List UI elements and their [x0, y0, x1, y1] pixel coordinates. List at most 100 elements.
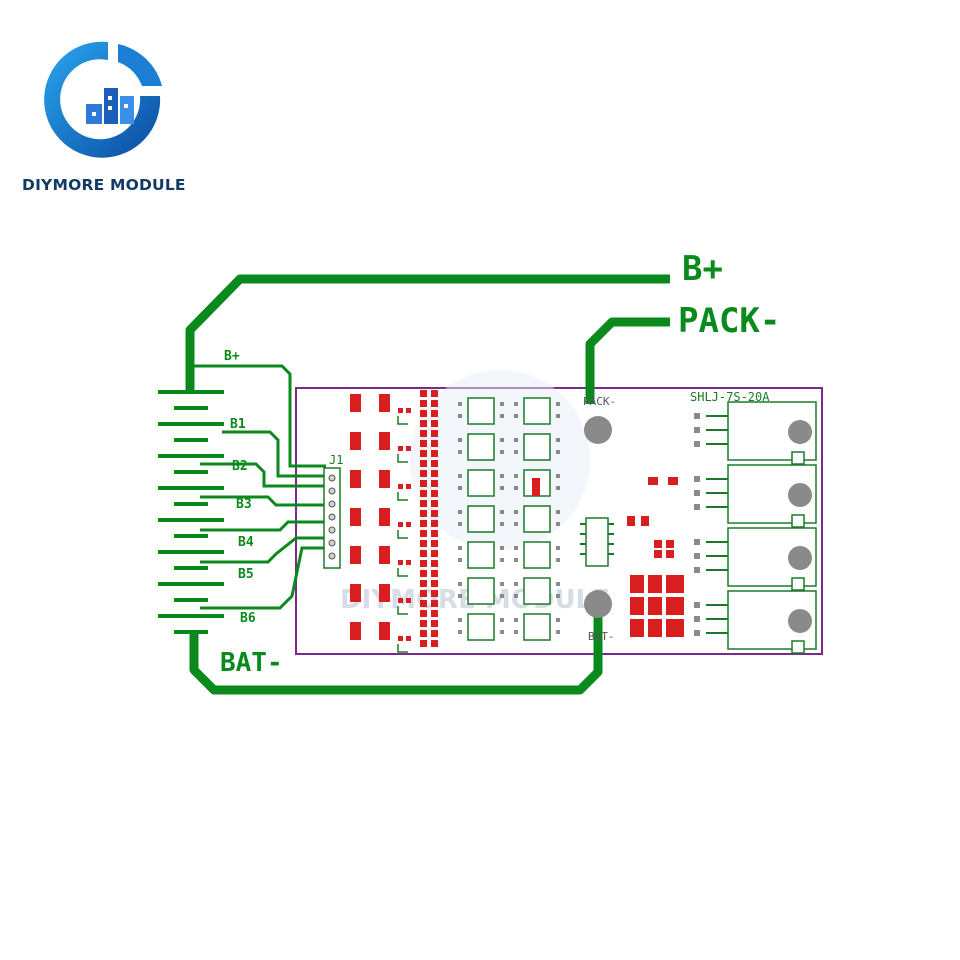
mosfet-pad [788, 609, 812, 633]
mosfet-body [727, 527, 817, 587]
lead-pad [694, 441, 700, 447]
capacitor-pad [431, 400, 438, 407]
ic-package [523, 613, 551, 641]
capacitor-pad [431, 560, 438, 567]
capacitor-pad [420, 500, 427, 507]
small-pad [398, 560, 403, 565]
capacitor-pad [431, 630, 438, 637]
connector-j1: J1 [323, 453, 343, 569]
lead-pad [694, 616, 700, 622]
capacitor-pad [431, 430, 438, 437]
resistor-pad [379, 584, 390, 602]
mosfet-pad [788, 546, 812, 570]
ic-pin [514, 474, 518, 478]
battery-tap-labels: B+ B1 B2 B3 B4 B5 B6 [224, 349, 256, 626]
ic-package [523, 541, 551, 569]
mosfet-tab [791, 640, 805, 654]
silk-mark [397, 606, 408, 615]
capacitor-pad [420, 510, 427, 517]
capacitor-pad [420, 390, 427, 397]
capacitor-pad [420, 430, 427, 437]
ic-package [467, 613, 495, 641]
small-pad [406, 560, 411, 565]
pack-minus-wire [585, 317, 670, 404]
ic-pin [458, 582, 462, 586]
ic-pin [458, 594, 462, 598]
ic-pin [514, 546, 518, 550]
ic-package [467, 469, 495, 497]
tap-label-b4: B4 [238, 535, 254, 550]
capacitor-pad [431, 590, 438, 597]
ic-pin [500, 558, 504, 562]
capacitor-pad [431, 450, 438, 457]
ic-pin [458, 474, 462, 478]
capacitor-pad [420, 490, 427, 497]
lead-pad [694, 630, 700, 636]
ic-pin [458, 522, 462, 526]
silk-mark [397, 454, 408, 463]
ic-pin [500, 630, 504, 634]
small-pad [398, 484, 403, 489]
capacitor-pad [431, 620, 438, 627]
small-pad [406, 484, 411, 489]
resistor-pad [379, 470, 390, 488]
ic-package [467, 397, 495, 425]
ic-pin [458, 450, 462, 454]
ic-pin [500, 510, 504, 514]
small-pad [406, 408, 411, 413]
resistor-pad [350, 470, 361, 488]
silk-mark [397, 530, 408, 539]
buildings-icon [44, 41, 162, 158]
lead-pad [694, 427, 700, 433]
ic-pin [500, 618, 504, 622]
capacitor-pad [420, 620, 427, 627]
capacitor-column [420, 390, 438, 647]
resistor-pad [379, 622, 390, 640]
ic-array [458, 397, 560, 641]
ic-package [467, 541, 495, 569]
ic-pin [556, 474, 560, 478]
ic-package [523, 577, 551, 605]
ic-package [523, 433, 551, 461]
b-plus-wire [185, 274, 670, 392]
capacitor-pad [431, 510, 438, 517]
lead-pad [694, 602, 700, 608]
capacitor-pad [420, 530, 427, 537]
capacitor-pad [431, 550, 438, 557]
mosfet-tab [791, 514, 805, 528]
capacitor-pad [431, 640, 438, 647]
small-pad [398, 446, 403, 451]
tap-label-b-plus: B+ [224, 349, 240, 364]
capacitor-pad [420, 560, 427, 567]
ic-pin [458, 618, 462, 622]
pad-pack-label: PACK- [583, 395, 616, 408]
resistor-pad [379, 394, 390, 412]
tap-label-b1: B1 [230, 417, 246, 432]
capacitor-pad [431, 480, 438, 487]
capacitor-pad [431, 420, 438, 427]
capacitor-pad [420, 630, 427, 637]
lead-pad [694, 476, 700, 482]
ic-pin [556, 546, 560, 550]
ic-pin [514, 582, 518, 586]
ic-pin [500, 522, 504, 526]
ic-pin [514, 438, 518, 442]
ic-pin [500, 594, 504, 598]
b-plus-label: B+ [682, 249, 723, 289]
resistor-pad [350, 432, 361, 450]
shunt-resistors [630, 575, 684, 637]
silk-mark [397, 416, 408, 425]
pad-bat-label: BAT- [588, 630, 615, 643]
connector-label: J1 [329, 453, 343, 467]
main-ic [580, 517, 614, 567]
capacitor-pad [420, 590, 427, 597]
mosfet-pad [788, 483, 812, 507]
ic-pin [556, 402, 560, 406]
power-mosfets [694, 401, 817, 654]
bat-minus-pad [584, 590, 612, 618]
tap-label-b3: B3 [236, 497, 252, 512]
ic-pin [458, 486, 462, 490]
capacitor-pad [431, 460, 438, 467]
capacitor-pad [431, 410, 438, 417]
capacitor-pad [420, 400, 427, 407]
